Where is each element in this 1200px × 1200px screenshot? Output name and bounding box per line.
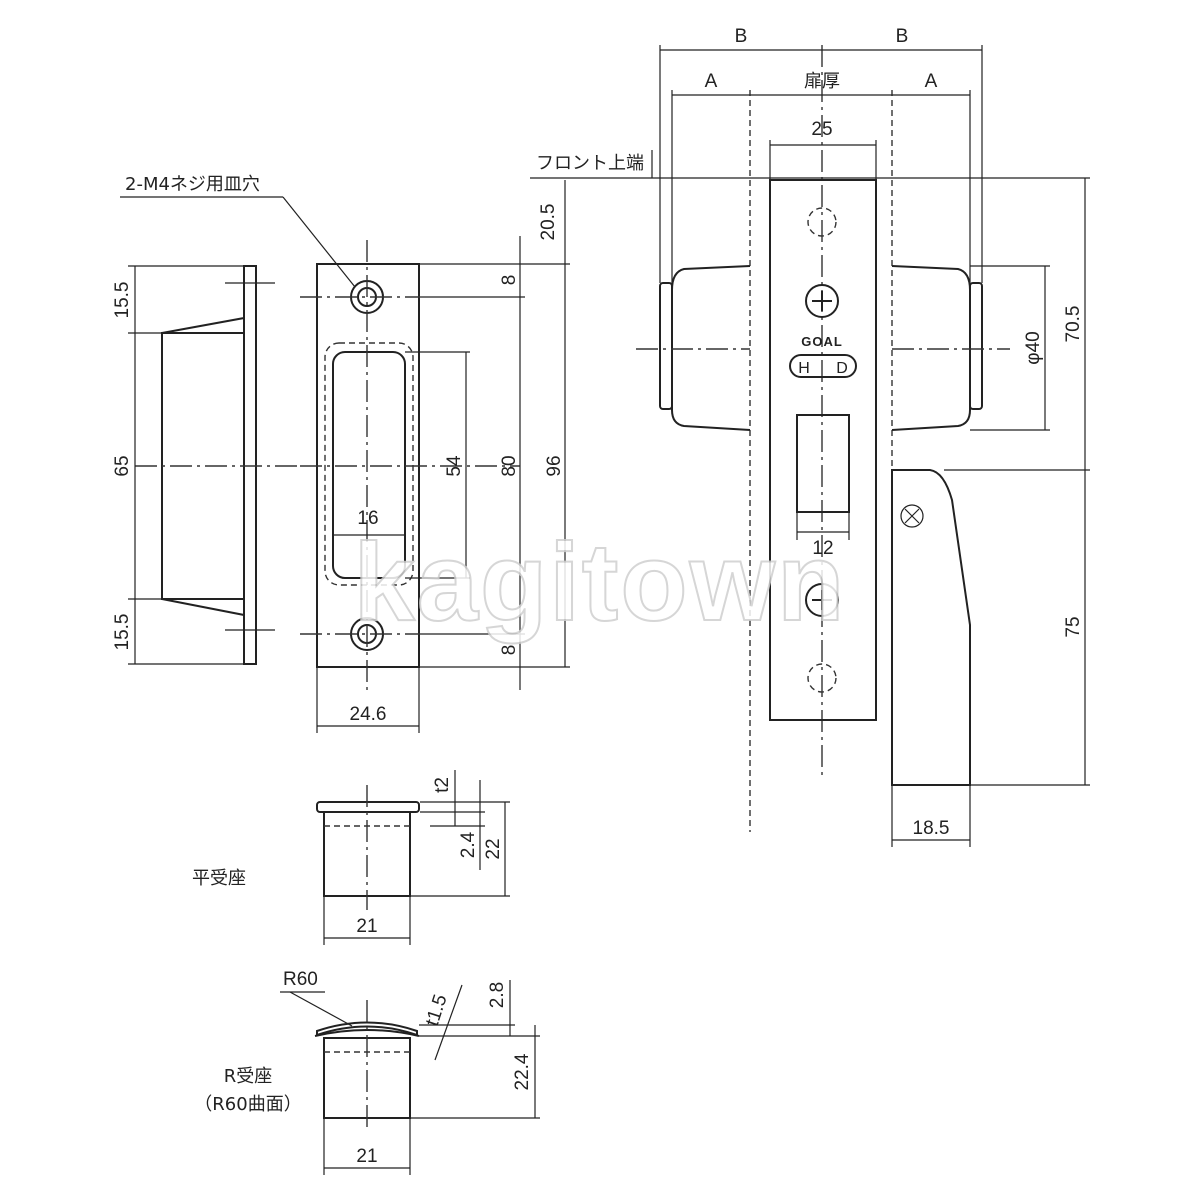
logo-model-d: D — [836, 360, 848, 377]
dim-8-top: 8 — [499, 275, 520, 286]
dim-25: 25 — [811, 119, 832, 140]
dim-2-4: 2.4 — [458, 831, 479, 858]
dim-a-right: A — [925, 71, 938, 92]
dim-t1-5: t1.5 — [422, 992, 452, 1029]
dim-22-4: 22.4 — [512, 1053, 533, 1090]
dim-21-r: 21 — [356, 1146, 377, 1167]
dim-r60: R60 — [283, 969, 318, 990]
dim-21-flat: 21 — [356, 916, 377, 937]
label-r-strike-2: （R60曲面） — [194, 1094, 301, 1115]
dim-24-6: 24.6 — [350, 704, 387, 725]
dim-12: 12 — [812, 538, 833, 559]
label-screw-holes: 2-M4ネジ用皿穴 — [125, 174, 260, 195]
label-front-top: フロント上端 — [536, 153, 644, 174]
dim-a-left: A — [705, 71, 718, 92]
lock-body-view — [530, 45, 1090, 847]
label-flat-strike: 平受座 — [192, 868, 246, 889]
dim-15-5-bottom: 15.5 — [112, 614, 133, 651]
dim-65: 65 — [112, 455, 133, 476]
dim-80: 80 — [499, 455, 520, 476]
dim-phi40: φ40 — [1023, 331, 1044, 364]
dim-b-left: B — [735, 26, 748, 47]
dim-8-bottom: 8 — [499, 645, 520, 656]
dim-18-5: 18.5 — [913, 818, 950, 839]
watermark: kagitown — [354, 521, 847, 644]
dim-2-8: 2.8 — [487, 982, 508, 1008]
dim-16: 16 — [357, 508, 378, 529]
dim-20-5: 20.5 — [538, 204, 559, 241]
dim-75: 75 — [1063, 616, 1084, 637]
dim-t2: t2 — [432, 777, 453, 793]
r-strike-view — [280, 980, 540, 1175]
strike-side-view — [128, 265, 300, 665]
dim-96: 96 — [544, 455, 565, 476]
dim-b-right: B — [896, 26, 909, 47]
dim-54: 54 — [444, 455, 465, 477]
label-door-thickness: 扉厚 — [804, 71, 840, 92]
logo-brand: GOAL — [801, 334, 843, 349]
flat-strike-view — [316, 770, 510, 945]
dim-15-5-top: 15.5 — [112, 282, 133, 319]
dim-22: 22 — [483, 838, 504, 859]
logo-model-h: H — [798, 360, 810, 377]
strike-front-view — [120, 180, 570, 733]
dim-70-5: 70.5 — [1063, 306, 1084, 343]
label-r-strike-1: R受座 — [224, 1066, 273, 1087]
